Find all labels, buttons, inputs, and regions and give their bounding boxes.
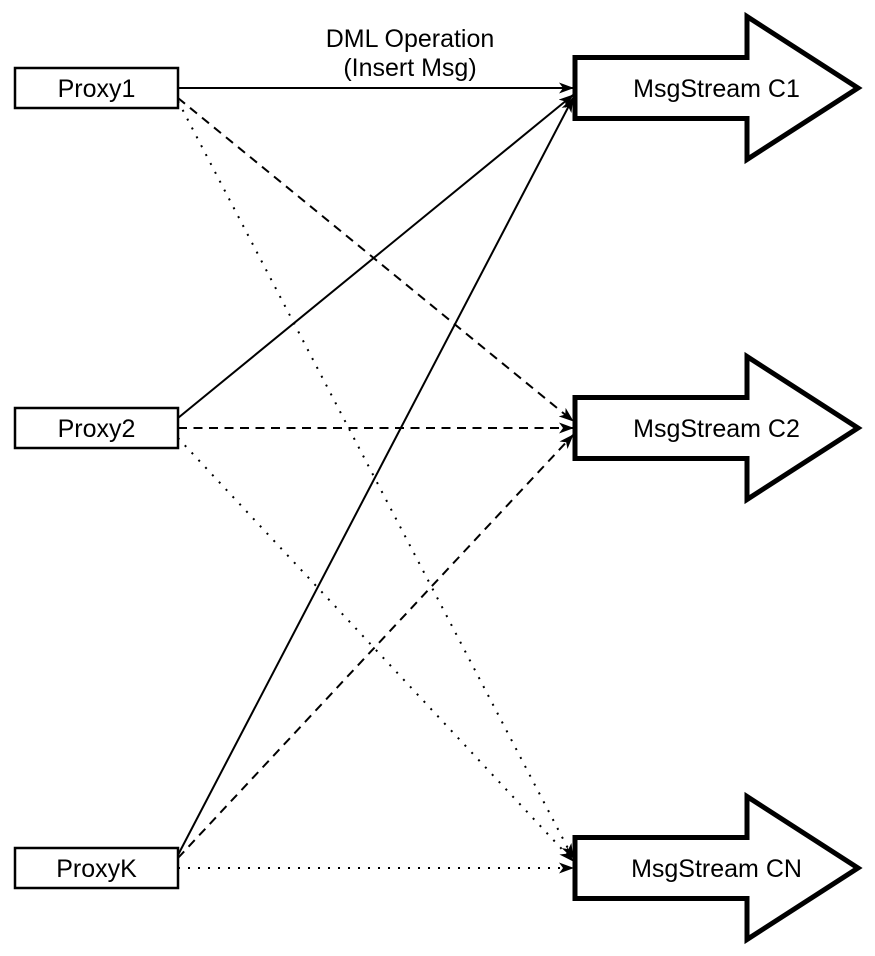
proxy-node-proxy2: Proxy2 (13, 406, 180, 450)
proxy-box (13, 846, 180, 890)
dml-operation-label-line1: DML Operation (326, 25, 495, 53)
stream-label: MsgStream CN (631, 855, 802, 883)
edges-layer (177, 82, 574, 874)
edge-proxyk-c2 (177, 434, 574, 859)
stream-label: MsgStream C1 (633, 75, 800, 103)
proxy-label: ProxyK (56, 855, 137, 883)
edge-proxy1-cn (177, 100, 574, 859)
stream-node-c2: MsgStream C2 (572, 351, 863, 505)
block-arrow-shape (572, 791, 863, 945)
proxy-box (13, 406, 180, 450)
proxy-node-proxy1: Proxy1 (13, 66, 180, 110)
stream-node-cn: MsgStream CN (572, 791, 863, 945)
dml-operation-label-line2: (Insert Msg) (343, 54, 476, 82)
edge-proxyk-c1 (177, 97, 574, 856)
proxy-label: Proxy2 (58, 415, 136, 443)
stream-node-c1: MsgStream C1 (572, 11, 863, 165)
block-arrow-shape (572, 11, 863, 165)
stream-label: MsgStream C2 (633, 415, 800, 443)
proxy-node-proxyk: ProxyK (13, 846, 180, 890)
proxy-box (13, 66, 180, 110)
proxy-label: Proxy1 (58, 75, 136, 103)
edge-proxy1-c2 (177, 97, 574, 422)
edge-proxy2-c1 (177, 94, 574, 419)
edge-proxy2-cn (177, 437, 574, 862)
block-arrow-shape (572, 351, 863, 505)
